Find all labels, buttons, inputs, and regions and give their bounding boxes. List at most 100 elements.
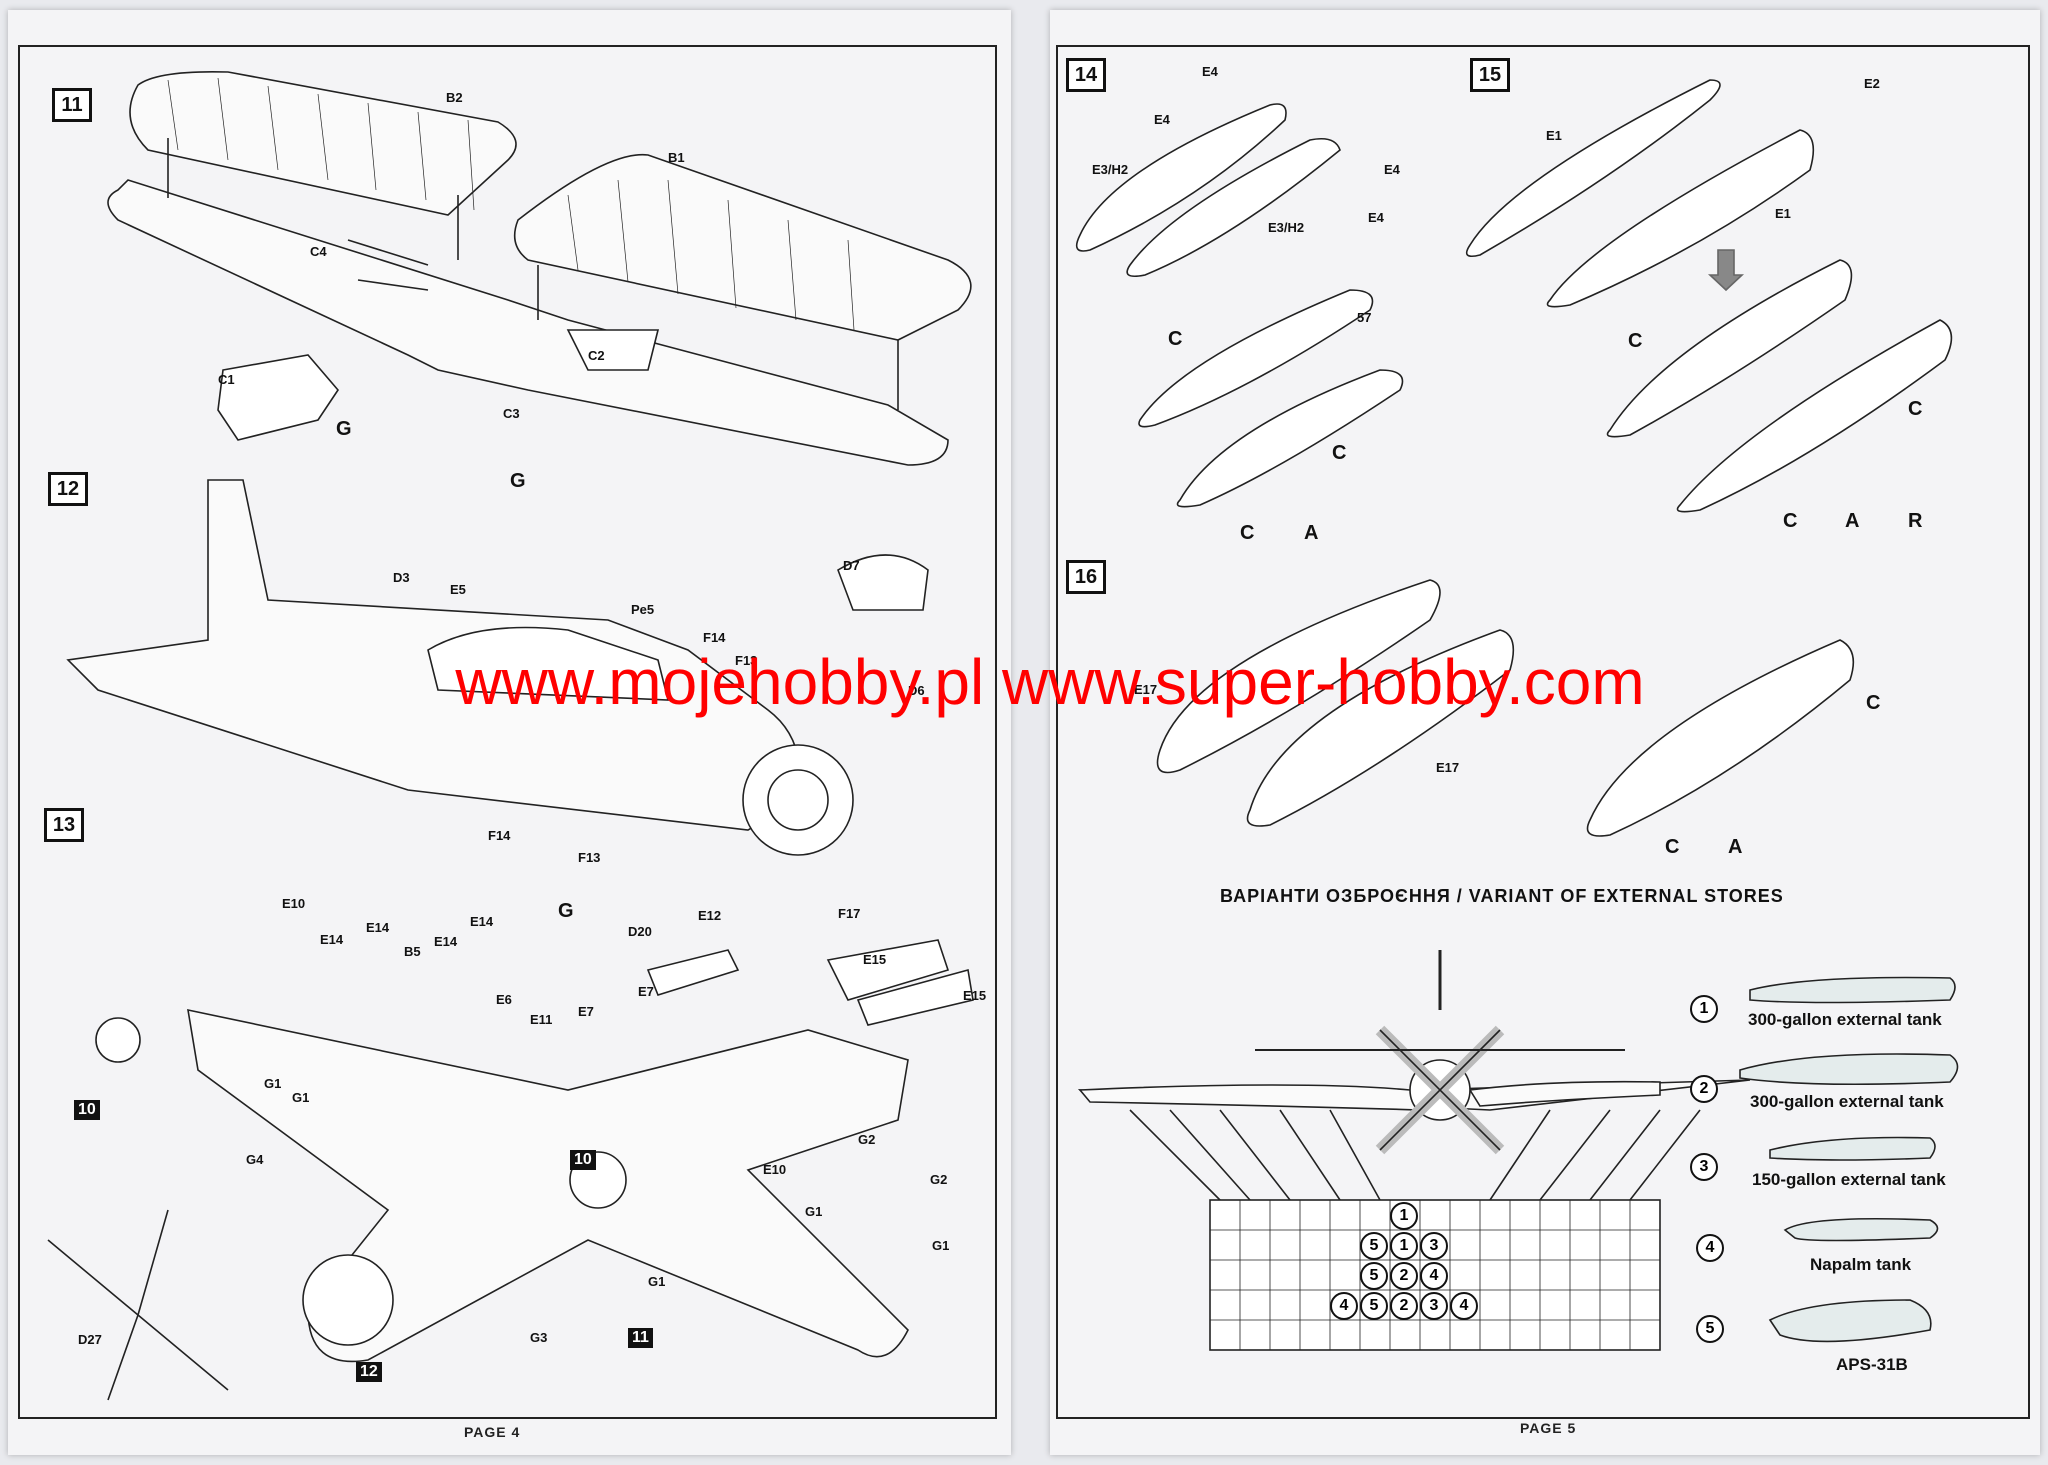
part-label: C4 bbox=[310, 244, 327, 259]
legend-text: 150-gallon external tank bbox=[1752, 1170, 1946, 1189]
glue-g-label: G bbox=[558, 900, 574, 922]
part-label: E17 bbox=[1134, 682, 1158, 697]
store-station-marker: 4 bbox=[1450, 1292, 1478, 1320]
part-label: G4 bbox=[246, 1152, 264, 1167]
part-label: D7 bbox=[843, 558, 860, 573]
part-label: D6 bbox=[908, 683, 925, 698]
part-label: E7 bbox=[578, 1004, 594, 1019]
step-number: 16 bbox=[1066, 560, 1106, 594]
part-label: E14 bbox=[366, 920, 390, 935]
glue-c-label: C bbox=[1168, 328, 1183, 350]
part-label: E4 bbox=[1154, 112, 1170, 127]
legend-number: 4 bbox=[1696, 1234, 1724, 1262]
assembly-line-art bbox=[47, 70, 974, 1401]
part-label: B1 bbox=[668, 150, 685, 165]
reference-step-badge: 11 bbox=[628, 1328, 653, 1348]
glue-c-label: C bbox=[1628, 330, 1643, 352]
store-station-marker: 1 bbox=[1390, 1202, 1418, 1230]
store-station-marker: 4 bbox=[1330, 1292, 1358, 1320]
step-number: 13 bbox=[44, 808, 84, 842]
ref-57-label: 57 bbox=[1357, 310, 1372, 325]
legend-text: 300-gallon external tank bbox=[1750, 1092, 1944, 1111]
part-label: B5 bbox=[404, 944, 421, 959]
glue-a-label: A bbox=[1304, 522, 1319, 544]
glue-a-label: A bbox=[1728, 836, 1743, 858]
part-label: D20 bbox=[628, 924, 652, 939]
part-label: E10 bbox=[282, 896, 306, 911]
drop-tank-line-art bbox=[1075, 79, 1959, 1351]
part-label: E5 bbox=[450, 582, 466, 597]
page-number: PAGE 5 bbox=[1520, 1420, 1577, 1436]
part-label: E12 bbox=[698, 908, 722, 923]
part-label: E14 bbox=[320, 932, 344, 947]
legend-number: 5 bbox=[1696, 1315, 1724, 1343]
external-stores-title: ВАРІАНТИ ОЗБРОЄННЯ / VARIANT OF EXTERNAL… bbox=[1220, 886, 1784, 906]
reference-step-badge: 10 bbox=[570, 1150, 596, 1170]
watermark: www.mojehobby.pl www.super-hobby.com bbox=[455, 646, 1645, 718]
part-label: E1 bbox=[1775, 206, 1791, 221]
part-label: G1 bbox=[292, 1090, 310, 1105]
part-label: F14 bbox=[703, 630, 726, 645]
part-label: G1 bbox=[932, 1238, 950, 1253]
legend-text: Napalm tank bbox=[1810, 1255, 1912, 1274]
store-station-marker: 3 bbox=[1420, 1292, 1448, 1320]
store-station-marker: 5 bbox=[1360, 1292, 1388, 1320]
part-label: E14 bbox=[434, 934, 458, 949]
page-number: PAGE 4 bbox=[464, 1424, 521, 1440]
part-label: G3 bbox=[530, 1330, 548, 1345]
glue-g-label: G bbox=[510, 470, 526, 492]
store-station-marker: 5 bbox=[1360, 1262, 1388, 1290]
part-label: E11 bbox=[530, 1012, 553, 1027]
part-label: F14 bbox=[488, 828, 511, 843]
part-label: F13 bbox=[735, 653, 758, 668]
legend-number: 2 bbox=[1690, 1075, 1718, 1103]
part-label: C1 bbox=[218, 372, 235, 387]
part-label: D27 bbox=[78, 1332, 102, 1347]
part-label: C2 bbox=[588, 348, 605, 363]
part-label: E4 bbox=[1368, 210, 1384, 225]
legend-text: 300-gallon external tank bbox=[1748, 1010, 1942, 1029]
step-number: 15 bbox=[1470, 58, 1510, 92]
glue-c-label: C bbox=[1332, 442, 1347, 464]
part-label: E3/H2 bbox=[1092, 162, 1129, 177]
legend-number: 1 bbox=[1690, 995, 1718, 1023]
glue-c-label: C bbox=[1665, 836, 1680, 858]
part-label: E4 bbox=[1384, 162, 1400, 177]
reference-step-badge: 12 bbox=[356, 1362, 382, 1382]
part-label: B2 bbox=[446, 90, 463, 105]
page-frame bbox=[1056, 45, 2030, 1419]
part-label: F13 bbox=[578, 850, 601, 865]
part-label: E14 bbox=[470, 914, 494, 929]
part-label: E7 bbox=[638, 984, 654, 999]
store-station-marker: 5 bbox=[1360, 1232, 1388, 1260]
part-label: E15 bbox=[863, 952, 887, 967]
part-label: E2 bbox=[1864, 76, 1880, 91]
legend-number: 3 bbox=[1690, 1153, 1718, 1181]
store-station-marker: 4 bbox=[1420, 1262, 1448, 1290]
glue-c-label: C bbox=[1783, 510, 1798, 532]
instruction-page-5: 14 15 16 bbox=[1050, 10, 2040, 1455]
store-station-marker: 1 bbox=[1390, 1232, 1418, 1260]
part-label: E6 bbox=[496, 992, 512, 1007]
step-number: 12 bbox=[48, 472, 88, 506]
part-label: E15 bbox=[963, 988, 987, 1003]
part-label: E3/H2 bbox=[1268, 220, 1305, 235]
part-label: E10 bbox=[763, 1162, 787, 1177]
part-label: G2 bbox=[930, 1172, 948, 1187]
part-label: G2 bbox=[858, 1132, 876, 1147]
store-station-marker: 3 bbox=[1420, 1232, 1448, 1260]
part-label: E4 bbox=[1202, 64, 1218, 79]
part-label: E17 bbox=[1436, 760, 1460, 775]
reference-step-badge: 10 bbox=[74, 1100, 100, 1120]
glue-r-label: R bbox=[1908, 510, 1923, 532]
glue-a-label: A bbox=[1845, 510, 1860, 532]
part-label: G1 bbox=[805, 1204, 823, 1219]
part-label: G1 bbox=[648, 1274, 666, 1289]
part-label: Pe5 bbox=[631, 602, 655, 617]
part-label: D3 bbox=[393, 570, 410, 585]
part-label: C3 bbox=[503, 406, 520, 421]
store-station-marker: 2 bbox=[1390, 1262, 1418, 1290]
step-number: 11 bbox=[52, 88, 92, 122]
part-label: E1 bbox=[1546, 128, 1562, 143]
store-station-marker: 2 bbox=[1390, 1292, 1418, 1320]
